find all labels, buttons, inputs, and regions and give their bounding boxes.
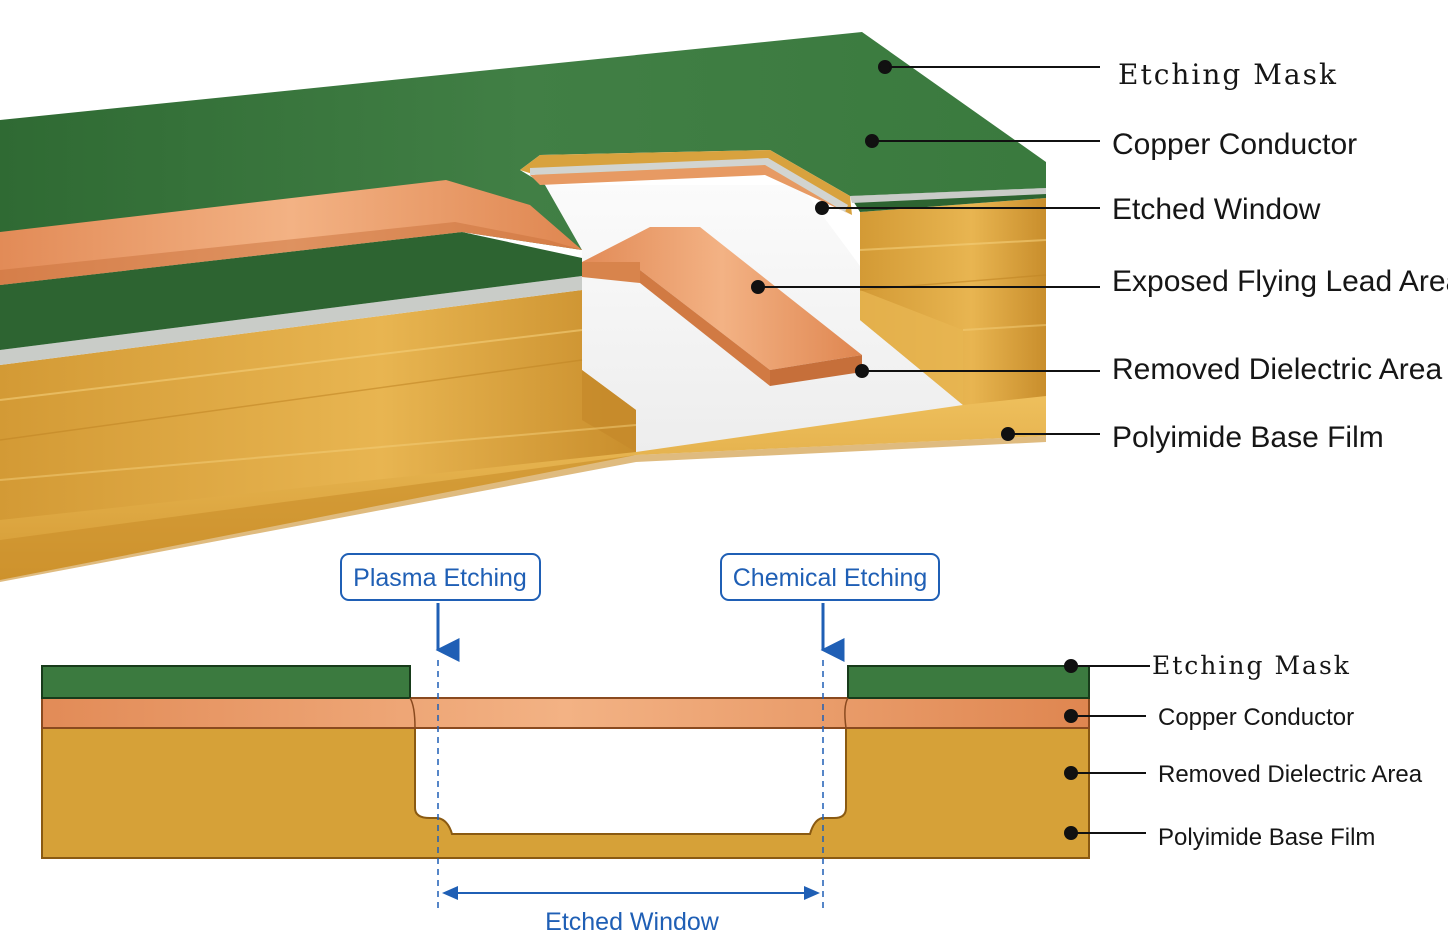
cs-label-copper-conductor: Copper Conductor [1158, 704, 1354, 731]
cs-label-removed-dielectric: Removed Dielectric Area [1158, 761, 1423, 788]
window-copper-lip [530, 165, 852, 215]
label-removed-dielectric: Removed Dielectric Area [1112, 353, 1442, 386]
cs-polyimide-base [41, 727, 1090, 859]
etch-guides [437, 660, 824, 908]
callout-chemical-etching: Chemical Etching [720, 553, 940, 662]
cs-leaders [1064, 659, 1150, 840]
left-adhesive-layer [0, 276, 582, 365]
dimension-label: Etched Window [545, 908, 720, 936]
cs-copper-layer [41, 697, 1090, 729]
left-mask-front-face [0, 232, 582, 350]
flying-lead-top [582, 227, 862, 370]
label-etched-window: Etched Window [1112, 193, 1321, 226]
etched-window-dimension: Etched Window [442, 886, 820, 936]
callout-plasma-label: Plasma Etching [353, 564, 527, 592]
top-labels: Etching Mask Copper Conductor Etched Win… [1112, 58, 1448, 454]
cs-mask-left [41, 665, 411, 699]
callout-plasma-etching: Plasma Etching [340, 553, 541, 662]
right-silver-layer [850, 188, 1046, 203]
isometric-view [0, 32, 1047, 582]
flying-lead-side [640, 270, 770, 386]
callout-chemical-label: Chemical Etching [733, 564, 928, 592]
flying-lead-front [770, 355, 862, 386]
label-etching-mask: Etching Mask [1118, 58, 1338, 91]
cs-labels: Etching Mask Copper Conductor Removed Di… [1152, 651, 1423, 851]
label-copper-conductor: Copper Conductor [1112, 128, 1357, 161]
left-dielectric-step [582, 370, 636, 452]
label-polyimide-base: Polyimide Base Film [1112, 421, 1384, 454]
top-leaders [751, 60, 1100, 441]
flying-lead-root [582, 262, 640, 283]
cs-mask-right [847, 665, 1090, 699]
label-exposed-flying-lead: Exposed Flying Lead Area [1112, 265, 1448, 298]
right-dielectric-inner [860, 290, 963, 405]
window-silver-lip [530, 158, 848, 212]
cs-label-etching-mask: Etching Mask [1152, 651, 1351, 680]
cs-label-polyimide-base: Polyimide Base Film [1158, 824, 1375, 851]
left-dielectric-block [0, 290, 636, 520]
cross-section [41, 665, 1090, 859]
